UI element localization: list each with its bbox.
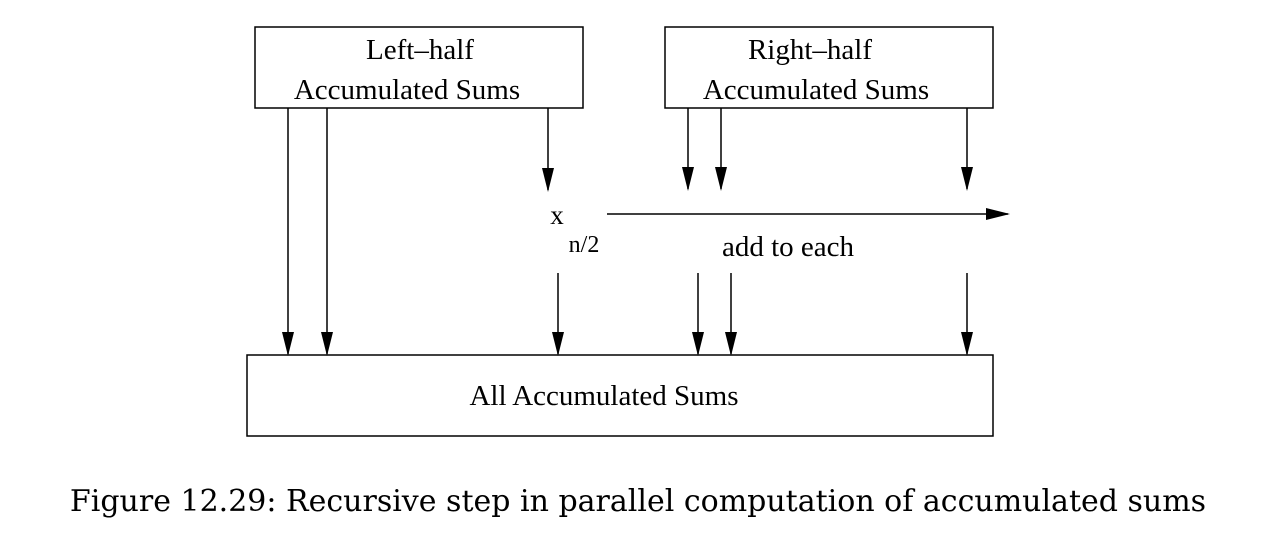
right-out-arrows <box>692 273 973 356</box>
right-half-box: Right–half Accumulated Sums <box>664 26 994 109</box>
left-passthrough-arrows <box>282 108 333 356</box>
all-sums-box: All Accumulated Sums <box>246 354 994 437</box>
figure-caption: Figure 12.29: Recursive step in parallel… <box>69 484 1207 519</box>
right-half-subtitle: Accumulated Sums <box>703 74 929 106</box>
left-half-box: Left–half Accumulated Sums <box>254 26 584 109</box>
midpoint-label: x n/2 <box>550 200 599 258</box>
right-in-arrows <box>682 108 973 191</box>
right-half-title: Right–half <box>748 34 872 66</box>
left-half-subtitle: Accumulated Sums <box>294 74 520 106</box>
midpoint-symbol: x <box>550 200 564 230</box>
add-to-each-label: add to each <box>722 231 855 263</box>
midpoint-subscript: n/2 <box>569 232 600 258</box>
all-sums-label: All Accumulated Sums <box>469 380 738 412</box>
left-half-title: Left–half <box>366 34 474 66</box>
